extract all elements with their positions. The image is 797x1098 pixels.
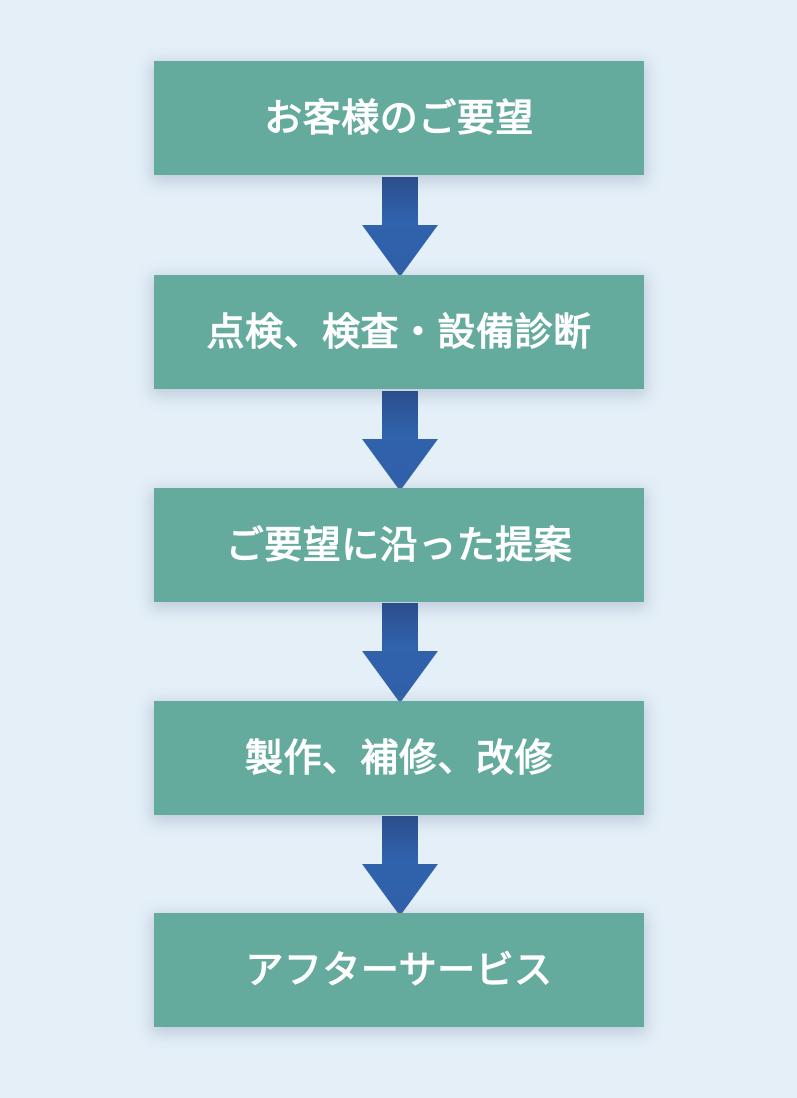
flow-step-label: 製作、補修、改修	[244, 736, 553, 780]
flow-step-label: ご要望に沿った提案	[225, 523, 573, 567]
arrow-down-icon	[362, 816, 438, 916]
flow-step-2: 点検、検査・設備診断	[154, 275, 644, 389]
flow-step-label: アフターサービス	[245, 948, 553, 992]
flow-step-5: アフターサービス	[154, 913, 644, 1027]
flow-step-label: お客様のご要望	[264, 96, 534, 140]
arrow-down-icon	[362, 391, 438, 491]
arrow-down-icon	[362, 603, 438, 703]
arrow-down-icon	[362, 177, 438, 277]
flow-step-label: 点検、検査・設備診断	[206, 310, 592, 354]
flow-step-1: お客様のご要望	[154, 61, 644, 175]
flow-step-3: ご要望に沿った提案	[154, 488, 644, 602]
flow-step-4: 製作、補修、改修	[154, 701, 644, 815]
